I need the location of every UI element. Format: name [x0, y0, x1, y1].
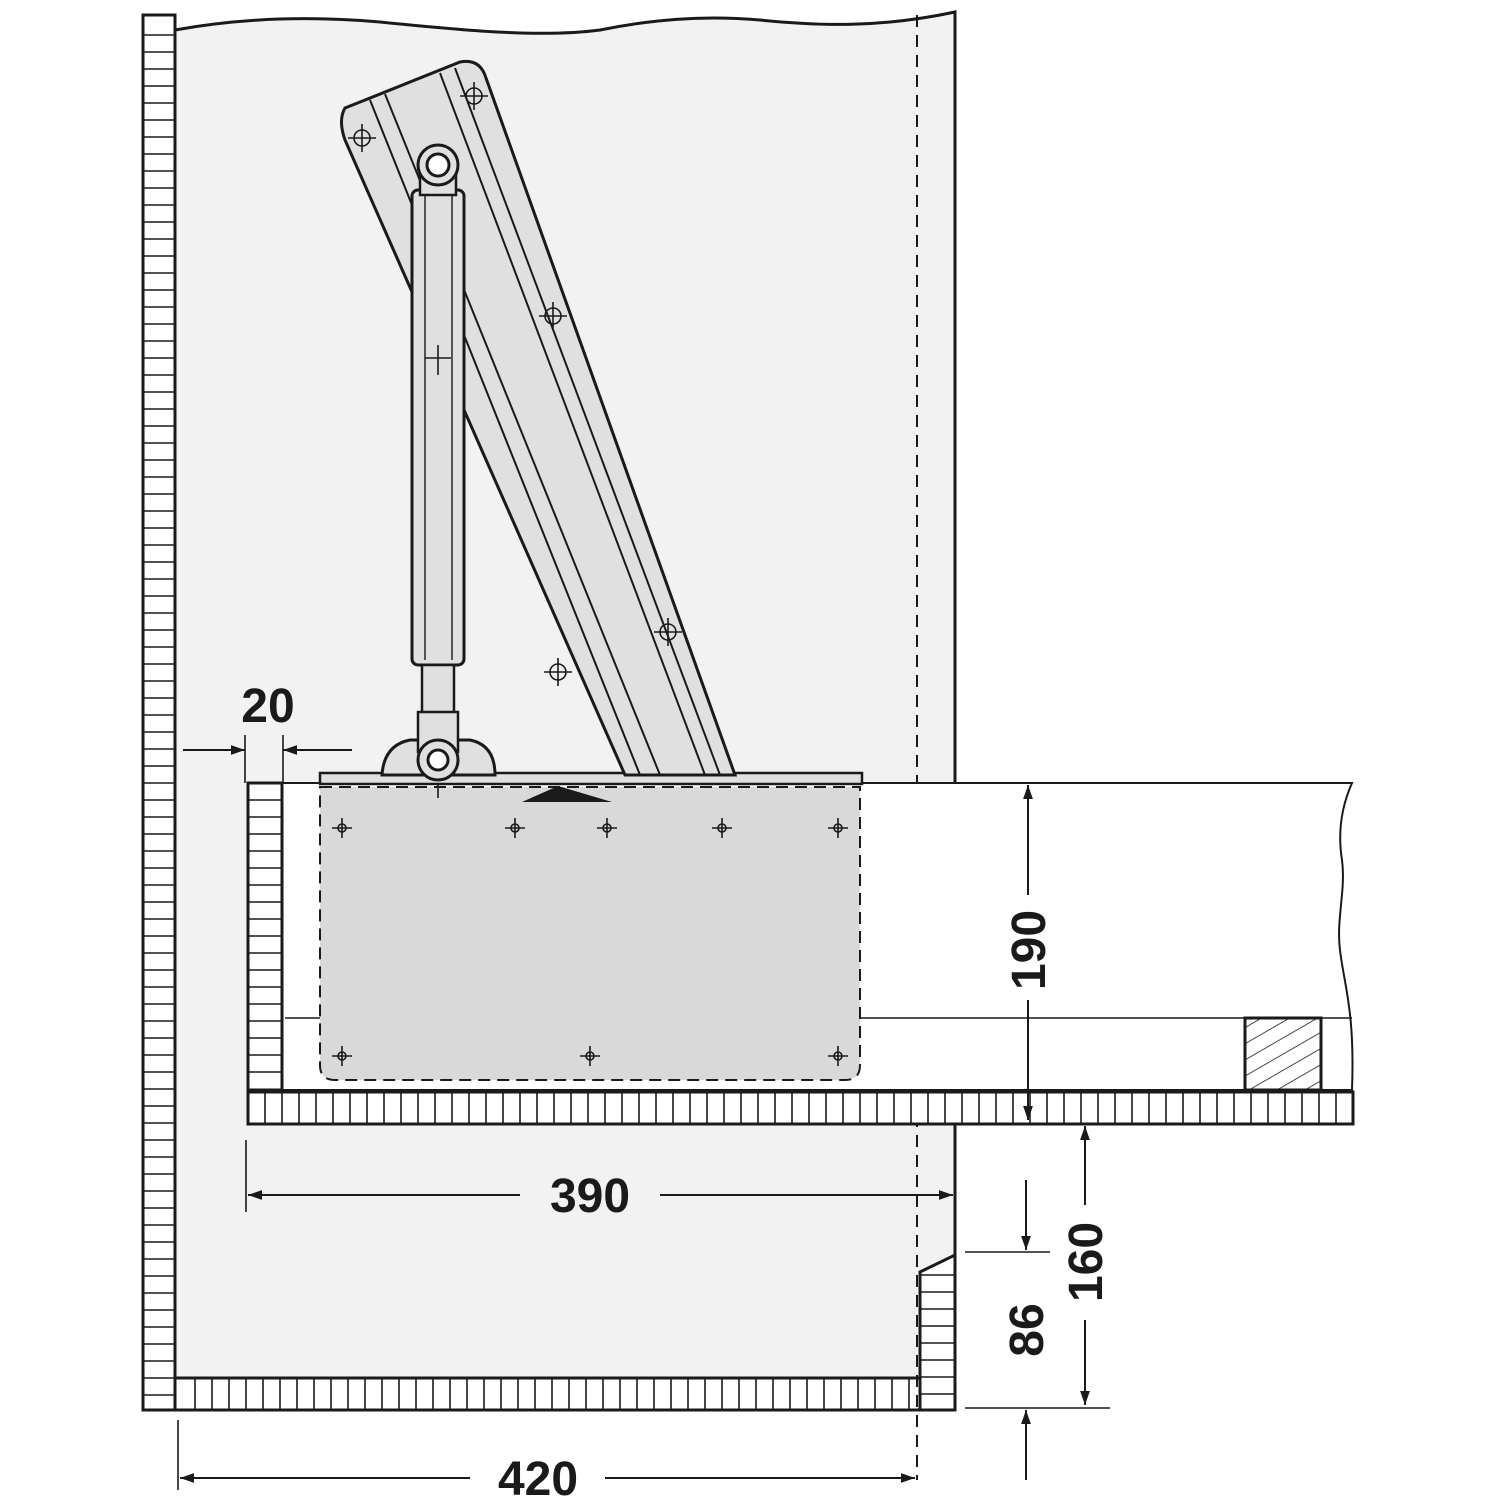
dimension-420: 420 — [177, 1420, 915, 1500]
dimension-label-160: 160 — [1060, 1222, 1113, 1302]
lower-pivot-bracket — [380, 710, 497, 798]
shelf-panel — [246, 1090, 1355, 1126]
front-plinth-panel — [918, 1252, 957, 1412]
mechanism-base-plate — [318, 771, 864, 786]
mounting-plate — [319, 786, 861, 1081]
cabinet-bottom-panel — [173, 1376, 922, 1412]
dimension-160: 160 — [1060, 1126, 1113, 1405]
dimension-label-20: 20 — [241, 680, 294, 733]
dimension-86: 86 — [965, 1180, 1110, 1480]
dimension-20: 20 — [183, 680, 352, 783]
cabinet-left-panel — [141, 13, 177, 1412]
drawer-front-panel — [246, 781, 284, 1092]
gas-spring — [410, 143, 466, 742]
dimension-190: 190 — [1003, 785, 1056, 1120]
dimension-390: 390 — [245, 1140, 953, 1223]
dimension-label-86: 86 — [1001, 1303, 1054, 1356]
direction-arrow-icon — [522, 786, 612, 802]
dimension-label-420: 420 — [498, 1453, 578, 1500]
dimension-label-190: 190 — [1003, 910, 1056, 990]
dimension-label-390: 390 — [550, 1170, 630, 1223]
wood-block — [1243, 1016, 1323, 1092]
